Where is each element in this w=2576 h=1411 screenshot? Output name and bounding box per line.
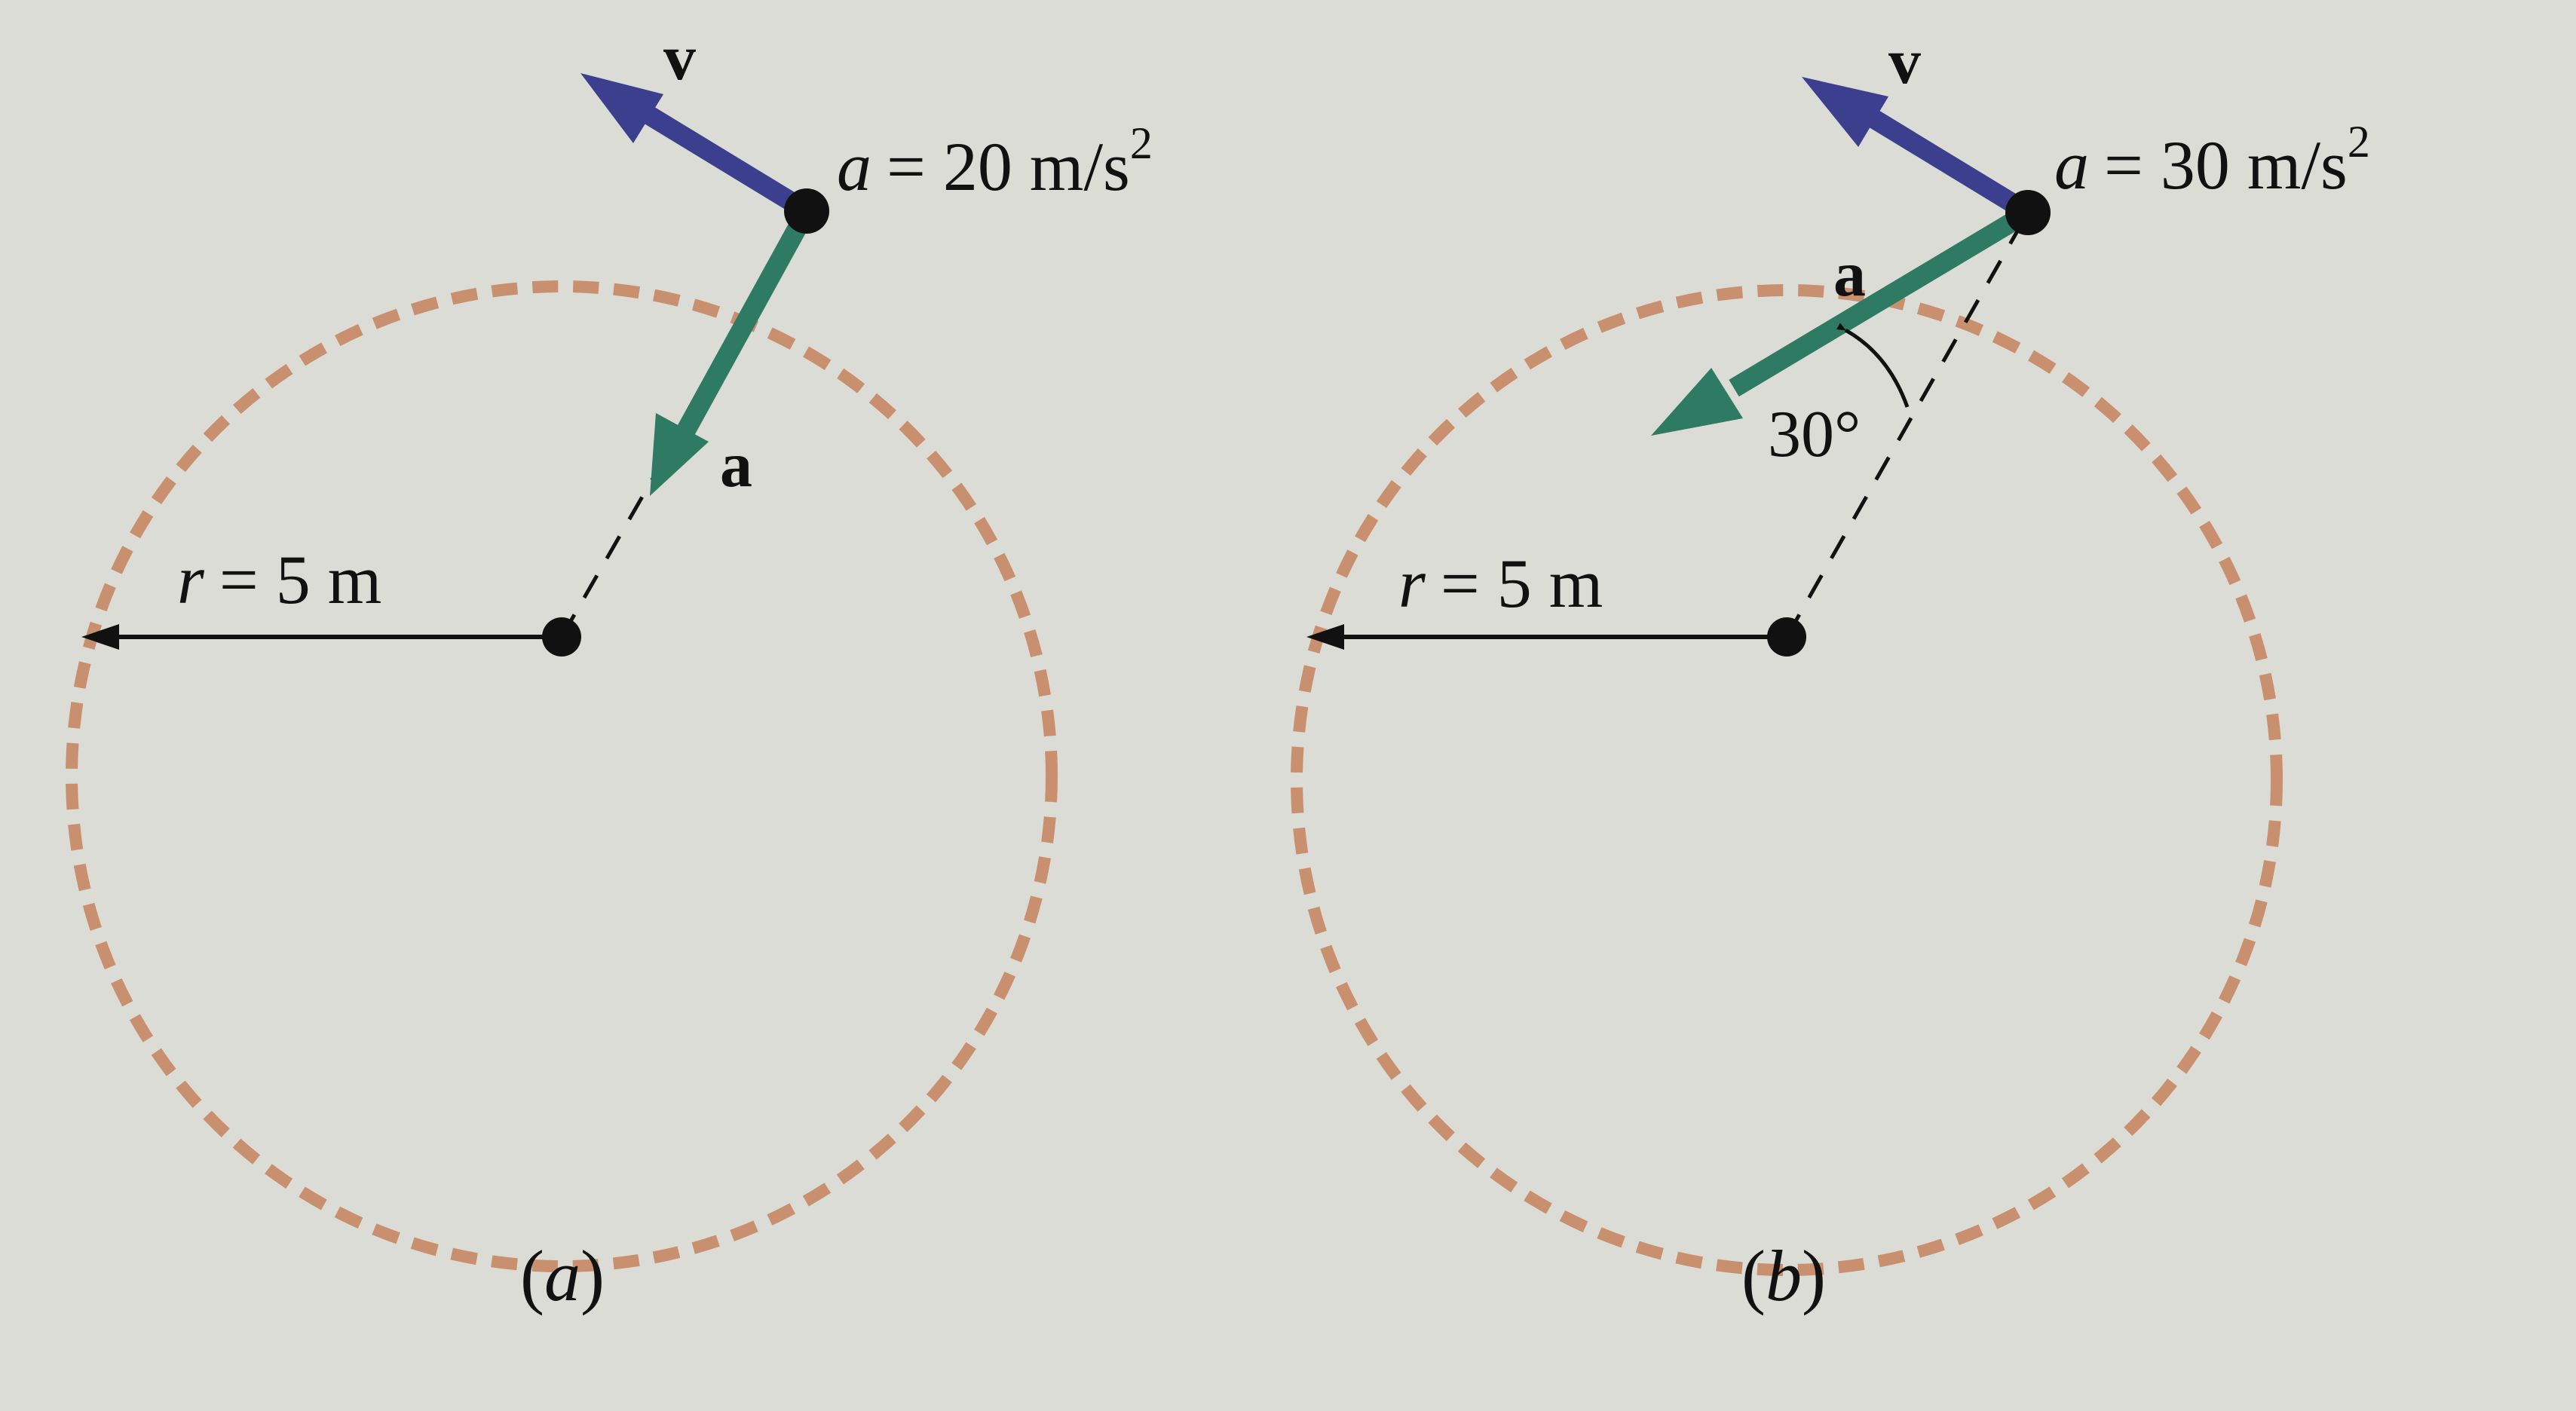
panel-a-velocity-shaft <box>628 96 812 220</box>
panel-b-acceleration-arrowhead <box>1651 368 1743 436</box>
panel-b-center-point <box>1767 617 1806 657</box>
panel-a-caption-open: ( <box>520 1235 544 1316</box>
panel-a-acceleration-magnitude: a= 20 m/s2 <box>837 118 1153 205</box>
panel-a-velocity-label: v <box>663 21 696 93</box>
panel-b-circular-path <box>1291 284 2283 1276</box>
panel-a-caption-close: ) <box>580 1235 605 1316</box>
panel-b-caption: (b) <box>1741 1235 1826 1316</box>
panel-a-accel-symbol: a <box>837 128 871 205</box>
panel-b-accel-symbol: a <box>2054 127 2089 204</box>
panel-b-particle <box>2005 190 2051 235</box>
panel-a-accel-exponent: 2 <box>1130 118 1153 168</box>
panel-a-accel-value: = 20 m/s <box>887 128 1130 205</box>
panel-b-acceleration-magnitude: a= 30 m/s2 <box>2054 117 2370 204</box>
panel-a-radius-arrowhead <box>81 624 119 650</box>
panel-a-caption-letter: a <box>544 1235 580 1316</box>
panel-b-angle-label: 30° <box>1768 398 1861 471</box>
panel-a-radius-value: = 5 m <box>219 541 381 618</box>
panel-b-accel-value: = 30 m/s <box>2104 127 2348 204</box>
panel-a-circular-path <box>66 280 1058 1272</box>
panel-b-velocity-shaft <box>1853 100 2033 222</box>
panel-b-velocity-arrowhead <box>1802 77 1888 147</box>
panel-a-center-point <box>542 617 581 657</box>
panel-b-radius-line <box>1784 211 2030 638</box>
panel-a-velocity-arrowhead <box>580 73 663 143</box>
panel-a-acceleration-label: a <box>720 428 752 500</box>
panel-b-velocity-label: v <box>1888 25 1921 97</box>
panel-b-radius-value: = 5 m <box>1441 545 1603 622</box>
panel-b-caption-open: ( <box>1741 1235 1766 1316</box>
panel-b-radius-symbol: r <box>1398 545 1426 622</box>
panel-b-accel-exponent: 2 <box>2348 117 2370 167</box>
panel-b-angle-arc <box>1836 323 1910 408</box>
panel-b-radius-label: r= 5 m <box>1398 545 1603 622</box>
panel-a-radius-label: r= 5 m <box>177 541 381 618</box>
panel-b-caption-close: ) <box>1802 1235 1826 1316</box>
panel-a-caption: (a) <box>520 1235 605 1316</box>
panel-b-radius-arrowhead <box>1306 624 1344 650</box>
panel-b-acceleration-label: a <box>1833 237 1866 310</box>
panel-a-particle <box>784 188 829 234</box>
panel-a-radius-symbol: r <box>177 541 205 618</box>
panel-b-acceleration-shaft <box>1729 204 2033 397</box>
panel-b: v a 30° a= 30 m/s2 r= 5 m (b) <box>1291 25 2370 1316</box>
panel-a-acceleration-shaft <box>673 206 816 442</box>
panel-a: v a a= 20 m/s2 r= 5 m (a) <box>66 21 1153 1316</box>
panel-b-caption-letter: b <box>1766 1235 1802 1316</box>
panel-a-acceleration-arrowhead <box>650 413 709 496</box>
